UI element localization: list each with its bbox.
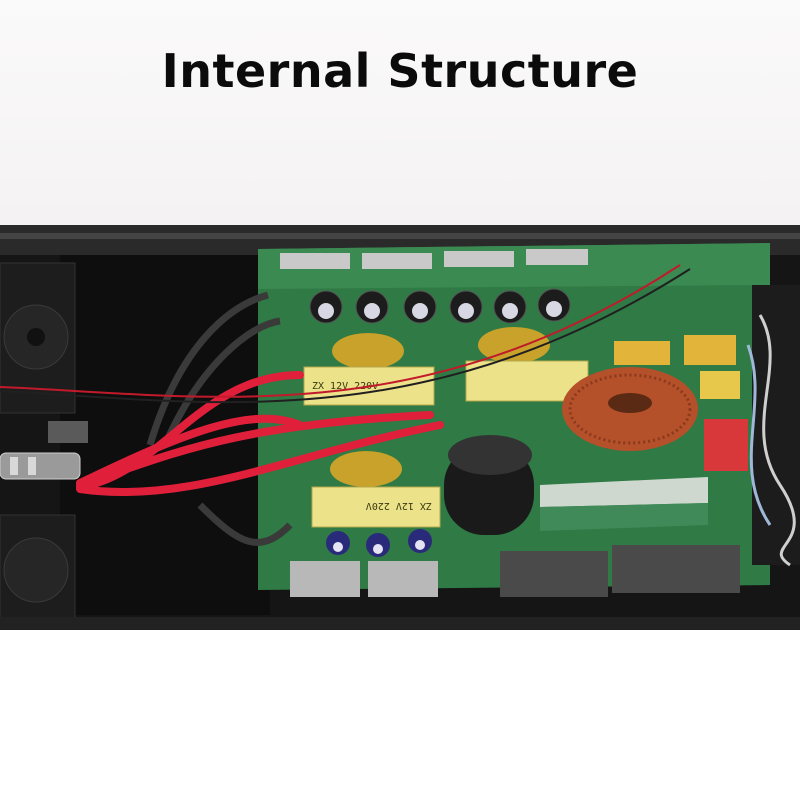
relay-component (684, 335, 736, 365)
page-title: Internal Structure (161, 44, 639, 98)
large-electrolytic-capacitor (444, 435, 534, 535)
transformer-bottom: ZX 12V 220V (311, 451, 441, 528)
title-banner (0, 0, 800, 225)
heatsink-strip-top (280, 249, 588, 269)
capacitor-row (309, 288, 571, 324)
heatsink-strip-bottom (290, 545, 740, 597)
relay-component (614, 341, 670, 365)
bottom-whitespace (0, 630, 800, 800)
daughter-board (540, 477, 708, 507)
black-wires (146, 291, 293, 546)
right-side-wiring (746, 285, 800, 567)
yellow-capacitor (700, 371, 740, 399)
inverter-internal-photo: ZX 12V 220V ZX 12V 220V (0, 225, 800, 635)
thin-signal-wires (0, 264, 691, 404)
red-capacitor (704, 419, 748, 471)
dc-terminal-connector (0, 421, 88, 480)
capacitor-row-bottom (326, 529, 432, 557)
transformer-left-top: ZX 12V 220V (303, 333, 435, 406)
transformer-label-bottom: ZX 12V 220V (366, 500, 432, 511)
red-power-wires (76, 371, 444, 497)
cooling-fan-bottom (0, 514, 76, 631)
copper-toroid-coil (562, 367, 698, 451)
transformer-right-top (465, 327, 589, 402)
transformer-label: ZX 12V 220V (312, 381, 378, 392)
